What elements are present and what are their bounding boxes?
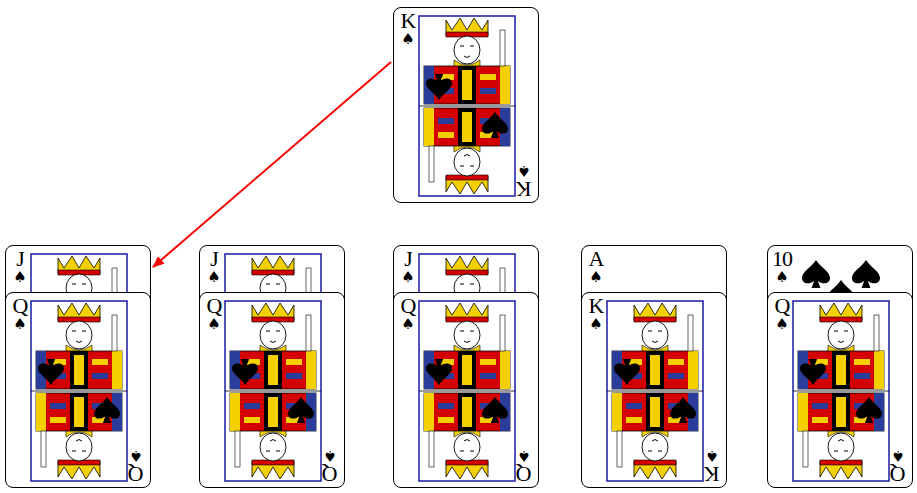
- card-rank: K: [701, 463, 723, 485]
- card-suit: ♠: [513, 163, 535, 178]
- card-index: Q♠: [9, 295, 31, 332]
- playing-card: Q♠Q♠: [767, 292, 913, 488]
- card-suit: ♠: [397, 32, 419, 47]
- playing-card: Q♠Q♠: [393, 292, 539, 488]
- card-index: Q♠: [513, 448, 535, 485]
- card-rank: Q: [397, 295, 419, 317]
- card-rank: Q: [319, 463, 341, 485]
- card-suit: ♠: [125, 448, 147, 463]
- card-index: J♠: [397, 248, 419, 285]
- court-card-art: [394, 8, 539, 203]
- card-index: A♠: [585, 248, 607, 285]
- card-rank: Q: [513, 463, 535, 485]
- court-card-art: [200, 293, 345, 488]
- card-index: Q♠: [887, 448, 909, 485]
- playing-card: K♠K♠: [581, 292, 727, 488]
- card-suit: ♠: [203, 270, 225, 285]
- court-card-art: [394, 293, 539, 488]
- card-suit: ♠: [9, 317, 31, 332]
- card-index: Q♠: [203, 295, 225, 332]
- card-index: J♠: [203, 248, 225, 285]
- card-rank: J: [203, 248, 225, 270]
- court-card-art: [768, 293, 913, 488]
- card-index: Q♠: [397, 295, 419, 332]
- card-index: K♠: [585, 295, 607, 332]
- card-suit: ♠: [585, 317, 607, 332]
- card-rank: J: [9, 248, 31, 270]
- card-rank: K: [513, 178, 535, 200]
- card-suit: ♠: [701, 448, 723, 463]
- card-rank: Q: [9, 295, 31, 317]
- playing-card: Q♠Q♠: [199, 292, 345, 488]
- playing-card: K♠K♠: [393, 7, 539, 203]
- card-rank: Q: [125, 463, 147, 485]
- card-suit: ♠: [771, 317, 793, 332]
- card-suit: ♠: [319, 448, 341, 463]
- card-suit: ♠: [585, 270, 607, 285]
- playing-card: Q♠Q♠: [5, 292, 151, 488]
- card-suit: ♠: [887, 448, 909, 463]
- court-card-art: [582, 293, 727, 488]
- card-rank: J: [397, 248, 419, 270]
- card-index: J♠: [9, 248, 31, 285]
- card-index: Q♠: [319, 448, 341, 485]
- card-index: 10♠: [771, 248, 793, 285]
- card-suit: ♠: [203, 317, 225, 332]
- court-card-art: [6, 293, 151, 488]
- card-suit: ♠: [9, 270, 31, 285]
- card-index: Q♠: [771, 295, 793, 332]
- card-rank: K: [397, 10, 419, 32]
- card-suit: ♠: [397, 317, 419, 332]
- card-rank: A: [585, 248, 607, 270]
- card-rank: Q: [771, 295, 793, 317]
- card-index: K♠: [397, 10, 419, 47]
- card-index: K♠: [513, 163, 535, 200]
- card-rank: Q: [203, 295, 225, 317]
- card-rank: 10: [771, 248, 793, 270]
- card-suit: ♠: [397, 270, 419, 285]
- card-rank: K: [585, 295, 607, 317]
- card-suit: ♠: [771, 270, 793, 285]
- card-rank: Q: [887, 463, 909, 485]
- move-arrow: [153, 62, 391, 267]
- card-index: Q♠: [125, 448, 147, 485]
- card-suit: ♠: [513, 448, 535, 463]
- card-index: K♠: [701, 448, 723, 485]
